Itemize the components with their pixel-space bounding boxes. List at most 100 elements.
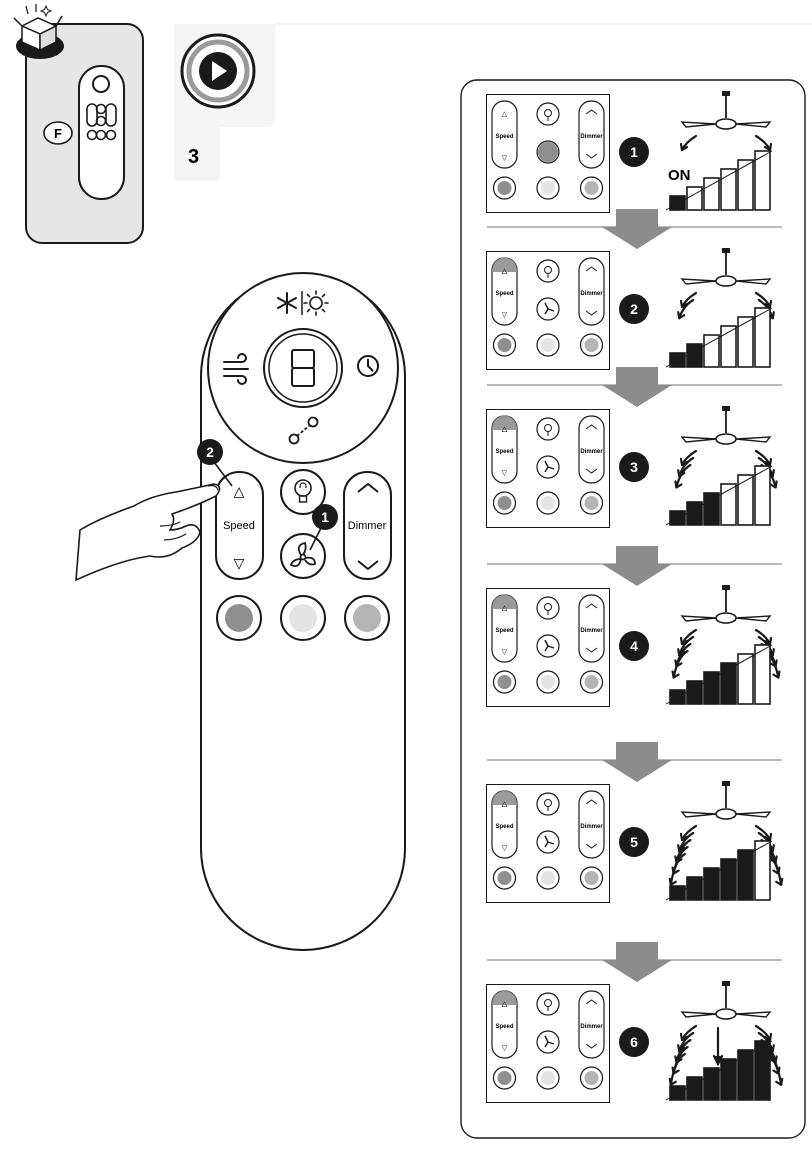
ceiling-fan-icon xyxy=(680,406,772,445)
step-number-text: 2 xyxy=(630,301,638,317)
speed-bar xyxy=(737,474,754,526)
ceiling-fan-icon xyxy=(680,585,772,624)
svg-text:△: △ xyxy=(502,426,508,433)
callout-1: 1 xyxy=(309,504,338,551)
speed-bar xyxy=(686,501,703,526)
speed-bar xyxy=(703,492,720,526)
svg-text:△: △ xyxy=(502,605,508,612)
down-arrow-icon xyxy=(602,742,672,782)
speed-bar xyxy=(703,334,720,368)
down-arrow-icon xyxy=(602,209,672,249)
down-arrow-icon xyxy=(602,367,672,407)
color-button-warm[interactable] xyxy=(216,595,262,641)
fan-icon xyxy=(289,541,316,568)
airflow-icon xyxy=(671,628,781,679)
speed-bar xyxy=(669,1085,686,1101)
mini-remote: △ Speed Dimmer xyxy=(486,409,610,529)
speed-bar xyxy=(720,662,737,705)
snowflake-icon xyxy=(277,291,303,315)
step-number-badge xyxy=(619,452,649,482)
mini-remote: Speed Dimmer xyxy=(486,94,610,214)
step-number-text: 3 xyxy=(630,459,638,475)
step-number-badge xyxy=(619,631,649,661)
speed-bar xyxy=(737,849,754,901)
mini-dimmer-label: Dimmer xyxy=(580,1024,603,1030)
step-number-text: 6 xyxy=(630,1034,638,1050)
speed-bar xyxy=(720,168,737,211)
step-number-badge xyxy=(619,137,649,167)
speed-level-bars xyxy=(665,1040,773,1101)
light-button[interactable] xyxy=(280,469,326,515)
callout-2: 2 xyxy=(197,439,233,487)
svg-text:△: △ xyxy=(502,1001,508,1008)
speed-bar xyxy=(737,316,754,368)
svg-text:2: 2 xyxy=(206,444,214,460)
step-number-badge xyxy=(619,827,649,857)
step-number-text: 5 xyxy=(630,834,638,850)
speed-bar xyxy=(703,1067,720,1101)
dimmer-label: Dimmer xyxy=(348,520,387,532)
speed-button[interactable]: △ ▽ xyxy=(215,471,264,580)
mini-remote: △ Speed Dimmer xyxy=(486,984,610,1104)
fan-button[interactable] xyxy=(280,533,326,579)
speed-bar xyxy=(703,671,720,705)
mini-speed-label: Speed xyxy=(495,134,513,140)
link-icon xyxy=(288,416,319,445)
mini-dimmer-label: Dimmer xyxy=(580,824,603,830)
timer-icon xyxy=(357,355,379,377)
breeze-icon xyxy=(223,353,249,385)
step-number-badge xyxy=(619,1027,649,1057)
hand-icon xyxy=(75,483,221,582)
new-box-icon xyxy=(13,4,64,59)
step-number: 3 xyxy=(188,146,199,168)
speed-bar xyxy=(754,150,771,211)
speed-bar xyxy=(669,510,686,526)
ceiling-fan-icon xyxy=(680,981,772,1020)
speed-bar xyxy=(669,195,686,211)
color-button-cool[interactable] xyxy=(280,595,326,641)
speed-bar xyxy=(669,689,686,705)
mini-dimmer-label: Dimmer xyxy=(580,134,603,140)
sun-icon xyxy=(303,290,329,316)
speed-bar xyxy=(720,858,737,901)
remote-thumbnail-panel xyxy=(25,23,144,244)
ceiling-fan-icon xyxy=(680,781,772,820)
step-number-badge xyxy=(619,294,649,324)
play-icon xyxy=(174,24,275,181)
speed-bar xyxy=(686,1076,703,1101)
speed-bar xyxy=(737,1049,754,1101)
speed-bar xyxy=(754,1040,771,1101)
mini-speed-label: Speed xyxy=(495,449,513,455)
ceiling-fan-icon xyxy=(680,248,772,287)
down-arrow-icon xyxy=(602,942,672,982)
dimmer-button[interactable] xyxy=(343,471,392,580)
speed-bar xyxy=(754,465,771,526)
speed-bar xyxy=(754,840,771,901)
mini-dimmer-label: Dimmer xyxy=(580,628,603,634)
mini-speed-label: Speed xyxy=(495,1024,513,1030)
step-row-6: △ Speed Dimmer 6 xyxy=(486,981,784,1104)
svg-text:1: 1 xyxy=(321,509,329,525)
color-button-neutral[interactable] xyxy=(344,595,390,641)
mini-speed-label: Speed xyxy=(495,824,513,830)
bulb-icon xyxy=(294,479,312,503)
speed-bar xyxy=(737,653,754,705)
mini-dimmer-label: Dimmer xyxy=(580,449,603,455)
speed-level-bars xyxy=(665,465,773,526)
svg-text:▽: ▽ xyxy=(234,555,245,571)
speed-bar xyxy=(669,352,686,368)
airflow-icon xyxy=(679,134,773,152)
speed-bar xyxy=(703,177,720,211)
step-row-3: △ Speed Dimmer 3 xyxy=(486,406,782,586)
svg-text:F: F xyxy=(54,126,62,141)
speed-bar xyxy=(720,1058,737,1101)
speed-bar xyxy=(686,343,703,368)
f-badge: F xyxy=(43,121,73,145)
svg-text:△: △ xyxy=(234,483,245,499)
